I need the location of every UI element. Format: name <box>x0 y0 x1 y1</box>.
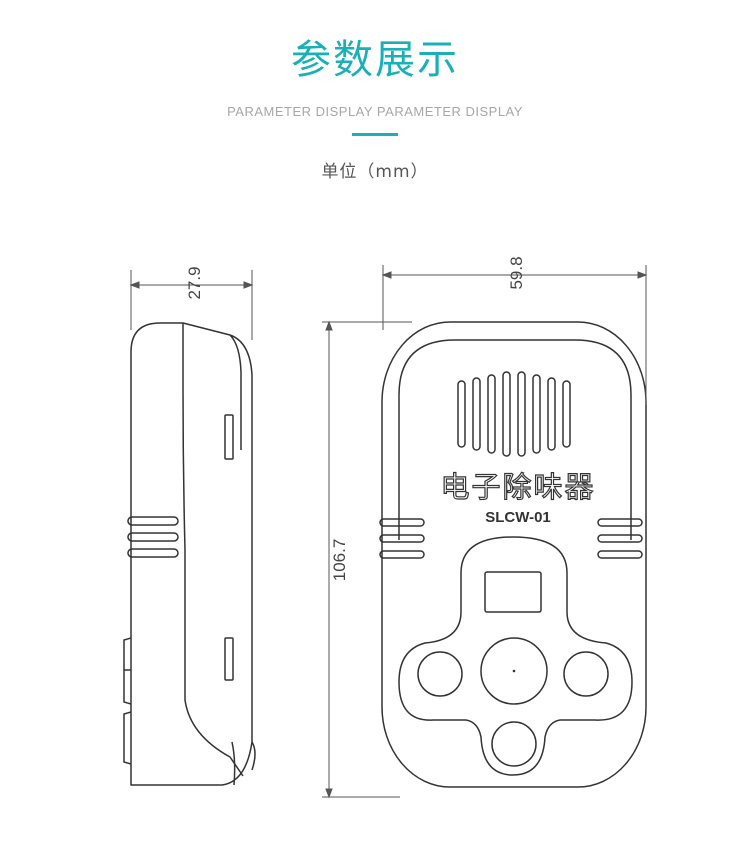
model-label: SLCW-01 <box>485 509 551 526</box>
side-view <box>123 322 256 786</box>
page-title: 参数展示 <box>291 37 459 83</box>
unit-label: 单位（mm） <box>321 162 429 182</box>
front-height-label: 106.7 <box>330 539 349 582</box>
accent-divider <box>352 133 398 136</box>
front-width-label: 59.8 <box>507 256 526 289</box>
side-depth-dimension <box>129 270 254 340</box>
product-name: 电子除味器 <box>440 470 595 504</box>
front-view <box>379 321 647 788</box>
side-depth-label: 27.9 <box>185 266 204 299</box>
center-button-dot <box>512 669 516 673</box>
front-height-dimension <box>322 320 412 799</box>
page-subtitle: PARAMETER DISPLAY PARAMETER DISPLAY <box>227 104 523 119</box>
front-width-dimension <box>381 265 648 405</box>
